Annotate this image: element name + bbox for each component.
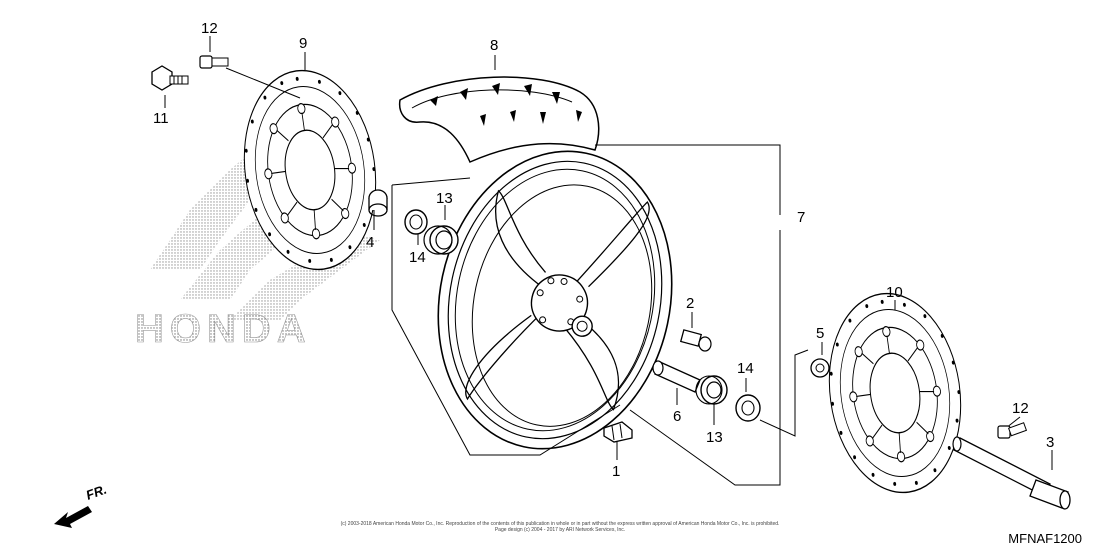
callout-6: 6	[673, 408, 681, 425]
callout-5: 5	[816, 325, 824, 342]
callout-11: 11	[153, 110, 169, 127]
bearing-13-right[interactable]	[695, 375, 728, 405]
copyright-line-2: Page design (c) 2004 - 2017 by ARI Netwo…	[494, 527, 626, 533]
dust-seal-14-right[interactable]	[735, 394, 761, 422]
bolt-11[interactable]	[151, 65, 189, 91]
callout-13-right: 13	[706, 429, 723, 446]
front-axle-3[interactable]	[952, 436, 1071, 510]
balance-weight-1[interactable]	[603, 421, 633, 443]
callout-8: 8	[490, 37, 498, 54]
distance-collar-6[interactable]	[652, 360, 701, 393]
wheel-rim[interactable]	[411, 129, 698, 470]
brake-disc-right[interactable]	[817, 285, 973, 501]
side-collar-4[interactable]	[368, 189, 388, 217]
callout-4: 4	[366, 234, 374, 251]
callout-12-top: 12	[201, 20, 218, 37]
copyright-notice: (c) 2003-2018 American Honda Motor Co., …	[300, 521, 820, 533]
bolt-12-top[interactable]	[199, 55, 229, 69]
callout-leaders	[164, 36, 1053, 486]
front-arrow-icon: FR.	[54, 482, 109, 528]
copyright-line-1: (c) 2003-2018 American Honda Motor Co., …	[340, 521, 780, 527]
callout-14-right: 14	[737, 360, 754, 377]
callout-10: 10	[886, 284, 903, 301]
front-direction-indicator: FR.	[52, 482, 132, 537]
callout-1: 1	[612, 463, 620, 480]
tire[interactable]	[398, 76, 600, 163]
bolt-12-right[interactable]	[997, 422, 1028, 439]
side-collar-5[interactable]	[810, 358, 830, 378]
callout-labels: 1 2 3 4 5 6 7 8 9 10 11 12 12 13 13 14 1…	[153, 20, 1054, 480]
callout-9: 9	[299, 35, 307, 52]
callout-14-left: 14	[409, 249, 426, 266]
bearing-13-left[interactable]	[423, 225, 459, 255]
front-direction-label: FR.	[84, 482, 109, 503]
dust-seal-14-left[interactable]	[404, 209, 428, 235]
callout-2: 2	[686, 295, 694, 312]
callout-12-right: 12	[1012, 400, 1029, 417]
diagram-code: MFNAF1200	[1008, 531, 1082, 546]
callout-3: 3	[1046, 434, 1054, 451]
valve-2[interactable]	[679, 329, 712, 352]
callout-13-left: 13	[436, 190, 453, 207]
honda-watermark-text: HONDA	[135, 307, 312, 351]
callout-7: 7	[797, 209, 805, 226]
